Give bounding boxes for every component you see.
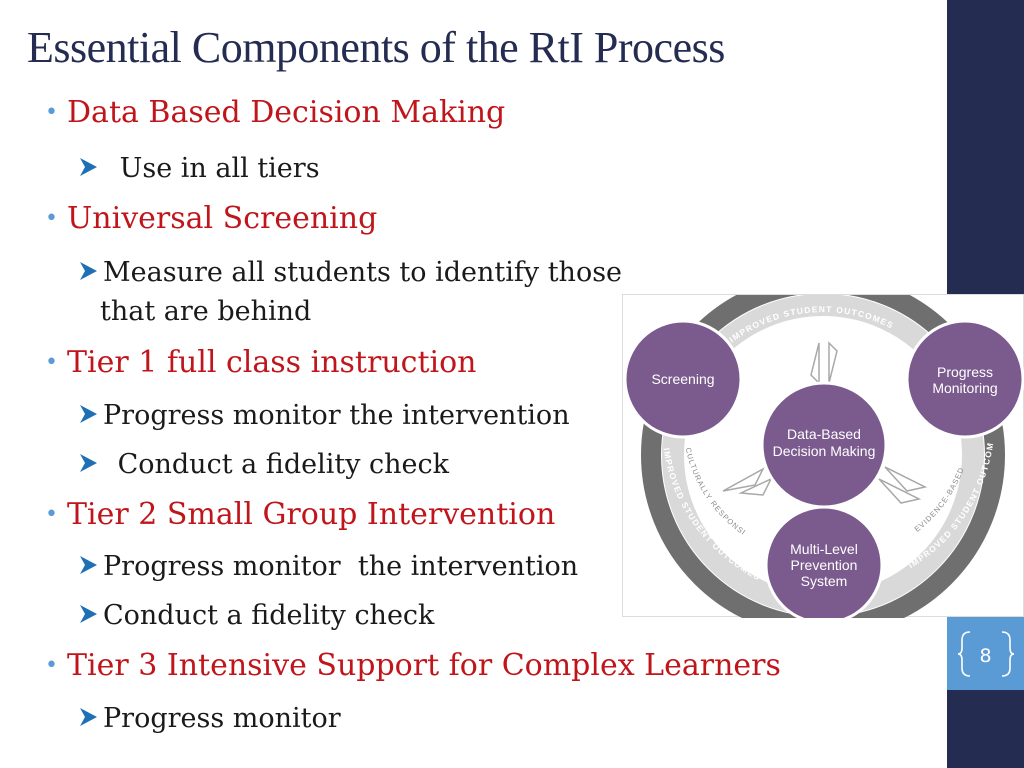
bullet-item: Measure all students to identify those: [77, 252, 622, 293]
screening-node: [623, 319, 743, 439]
rti-diagram: IMPROVED STUDENT OUTCOMES IMPROVED STUDE…: [622, 294, 1024, 618]
bullet-heading: •Universal Screening: [45, 201, 378, 236]
bullet-item: Conduct a fidelity check: [77, 595, 434, 636]
multi-level-prevention-label-line1: Multi-Level: [790, 541, 858, 557]
arrow-bullet-icon: [80, 454, 97, 472]
page-number-brace-icon: [958, 631, 1014, 677]
bullet-dot-icon: •: [45, 100, 58, 125]
multi-level-prevention-label-line3: System: [801, 573, 848, 589]
arrow-bullet-icon: [80, 605, 97, 623]
progress-monitoring-label-line2: Monitoring: [932, 380, 997, 396]
bullet-item: Use in all tiers: [77, 148, 320, 189]
multi-level-prevention-node: [764, 505, 884, 618]
arrow-bullet-icon: [80, 405, 97, 423]
bullet-dot-icon: •: [45, 653, 58, 678]
bullet-item-continued: that are behind: [100, 296, 312, 327]
bullet-item: Progress monitor the intervention: [77, 546, 578, 587]
arrow-bullet-icon: [80, 556, 97, 574]
bullet-item: Progress monitor the intervention: [77, 395, 570, 436]
rti-diagram-graphic: IMPROVED STUDENT OUTCOMES IMPROVED STUDE…: [623, 295, 1024, 618]
arrow-bullet-icon: [80, 262, 97, 280]
slide-title: Essential Components of the RtI Process: [27, 23, 725, 72]
bidirectional-arrow-icon: [878, 466, 928, 504]
multi-level-prevention-label-line2: Prevention: [791, 557, 858, 573]
bullet-item: Conduct a fidelity check: [77, 444, 449, 485]
bullet-item: Progress monitor: [77, 698, 341, 739]
bullet-dot-icon: •: [45, 502, 58, 527]
bullet-heading: •Tier 3 Intensive Support for Complex Le…: [45, 648, 781, 683]
arrow-bullet-icon: [80, 708, 97, 726]
screening-label: Screening: [651, 371, 714, 387]
bullet-heading: •Tier 2 Small Group Intervention: [45, 497, 556, 532]
arrow-bullet-icon: [80, 158, 97, 176]
progress-monitoring-node: [905, 319, 1024, 439]
bullet-dot-icon: •: [45, 350, 58, 375]
progress-monitoring-label-line1: Progress: [937, 364, 993, 380]
bidirectional-arrow-icon: [810, 341, 838, 385]
bidirectional-arrow-icon: [722, 467, 773, 496]
page-number: 8: [979, 645, 992, 667]
bullet-heading: •Data Based Decision Making: [45, 95, 506, 130]
data-based-decision-label-line1: Data-Based: [787, 426, 861, 442]
bullet-heading: •Tier 1 full class instruction: [45, 345, 477, 380]
bullet-dot-icon: •: [45, 206, 58, 231]
outer-ring: [641, 295, 1005, 618]
data-based-decision-label-line2: Decision Making: [773, 443, 876, 459]
